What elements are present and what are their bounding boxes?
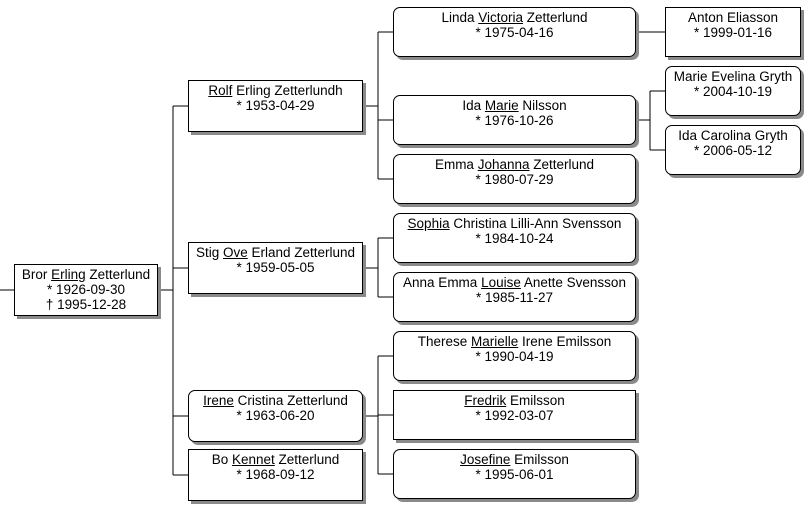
birth-date: * 1985-11-27: [475, 290, 554, 305]
given-name-underlined: Rolf: [208, 83, 233, 98]
name-part: Emma: [434, 157, 478, 172]
person-name: Therese Marielle Irene Emilsson: [394, 334, 635, 349]
person-name: Fredrik Emilsson: [394, 393, 635, 408]
person-box-linda[interactable]: Linda Victoria Zetterlund* 1975-04-16: [393, 7, 636, 57]
given-name-underlined: Fredrik: [464, 393, 507, 408]
name-part: Bo: [211, 452, 232, 467]
person-box-ida[interactable]: Ida Marie Nilsson* 1976-10-26: [393, 95, 636, 145]
name-part: Zetterlund: [274, 452, 340, 467]
name-part: Anna Emma: [403, 275, 482, 290]
birth-date: * 2006-05-12: [693, 143, 773, 158]
name-part: Stig: [195, 245, 223, 260]
person-name: Ida Carolina Gryth: [666, 128, 800, 143]
person-name: Irene Cristina Zetterlund: [189, 393, 362, 408]
person-name: Marie Evelina Gryth: [666, 69, 800, 84]
person-box-idac[interactable]: Ida Carolina Gryth* 2006-05-12: [665, 125, 801, 175]
name-part: Erland Zetterlund: [247, 245, 356, 260]
birth-date: * 1953-04-29: [236, 98, 315, 113]
given-name-underlined: Sophia: [407, 216, 450, 231]
given-name-underlined: Ove: [222, 245, 248, 260]
death-date: † 1995-12-28: [45, 297, 127, 312]
person-box-fredrik[interactable]: Fredrik Emilsson* 1992-03-07: [393, 390, 636, 440]
name-part: Linda: [441, 10, 479, 25]
person-box-marie[interactable]: Marie Evelina Gryth* 2004-10-19: [665, 66, 801, 116]
birth-date: * 1990-04-19: [475, 349, 554, 364]
birth-date: * 1995-06-01: [475, 467, 554, 482]
name-part: Anette Svensson: [520, 275, 626, 290]
person-box-sophia[interactable]: Sophia Christina Lilli-Ann Svensson* 198…: [393, 213, 636, 263]
person-name: Anna Emma Louise Anette Svensson: [394, 275, 635, 290]
name-part: Christina Lilli-Ann Svensson: [449, 216, 622, 231]
person-box-bror[interactable]: Bror Erling Zetterlund* 1926-09-30† 1995…: [14, 264, 158, 316]
birth-date: * 1999-01-16: [693, 25, 773, 40]
given-name-underlined: Kennet: [231, 452, 275, 467]
given-name-underlined: Irene: [203, 393, 234, 408]
person-box-bo[interactable]: Bo Kennet Zetterlund* 1968-09-12: [188, 449, 363, 501]
person-name: Rolf Erling Zetterlundh: [189, 83, 362, 98]
name-part: Emilsson: [506, 393, 565, 408]
person-box-anton[interactable]: Anton Eliasson* 1999-01-16: [665, 7, 801, 57]
name-part: Therese: [417, 334, 471, 349]
given-name-underlined: Marie: [484, 98, 519, 113]
birth-date: * 1926-09-30: [46, 282, 126, 297]
given-name-underlined: Johanna: [477, 157, 530, 172]
person-name: Josefine Emilsson: [394, 452, 635, 467]
person-name: Bror Erling Zetterlund: [15, 267, 157, 282]
birth-date: * 1963-06-20: [236, 408, 315, 423]
name-part: Ida Carolina Gryth: [678, 128, 788, 143]
name-part: Cristina Zetterlund: [233, 393, 348, 408]
person-name: Emma Johanna Zetterlund: [394, 157, 635, 172]
birth-date: * 1980-07-29: [475, 172, 554, 187]
birth-date: * 2004-10-19: [693, 84, 773, 99]
birth-date: * 1976-10-26: [475, 113, 554, 128]
birth-date: * 1992-03-07: [475, 408, 554, 423]
name-part: Nilsson: [518, 98, 567, 113]
name-part: Erling Zetterlundh: [232, 83, 343, 98]
person-name: Anton Eliasson: [666, 10, 800, 25]
name-part: Ida: [462, 98, 485, 113]
person-name: Bo Kennet Zetterlund: [189, 452, 362, 467]
given-name-underlined: Josefine: [460, 452, 511, 467]
person-box-emma[interactable]: Emma Johanna Zetterlund* 1980-07-29: [393, 154, 636, 204]
person-box-therese[interactable]: Therese Marielle Irene Emilsson* 1990-04…: [393, 331, 636, 381]
name-part: Zetterlund: [85, 267, 151, 282]
birth-date: * 1959-05-05: [236, 260, 315, 275]
person-box-anna[interactable]: Anna Emma Louise Anette Svensson* 1985-1…: [393, 272, 636, 322]
name-part: Zetterlund: [529, 157, 595, 172]
name-part: Bror: [21, 267, 52, 282]
person-box-rolf[interactable]: Rolf Erling Zetterlundh* 1953-04-29: [188, 80, 363, 132]
name-part: Irene Emilsson: [518, 334, 612, 349]
birth-date: * 1975-04-16: [475, 25, 554, 40]
person-box-irene[interactable]: Irene Cristina Zetterlund* 1963-06-20: [188, 390, 363, 442]
given-name-underlined: Marielle: [470, 334, 519, 349]
person-name: Stig Ove Erland Zetterlund: [189, 245, 362, 260]
given-name-underlined: Victoria: [478, 10, 524, 25]
name-part: Zetterlund: [523, 10, 588, 25]
given-name-underlined: Louise: [481, 275, 521, 290]
name-part: Emilsson: [510, 452, 569, 467]
person-name: Ida Marie Nilsson: [394, 98, 635, 113]
name-part: Anton Eliasson: [687, 10, 779, 25]
given-name-underlined: Erling: [51, 267, 86, 282]
birth-date: * 1968-09-12: [236, 467, 315, 482]
name-part: Marie Evelina Gryth: [673, 69, 793, 84]
person-name: Linda Victoria Zetterlund: [394, 10, 635, 25]
person-box-josefine[interactable]: Josefine Emilsson* 1995-06-01: [393, 449, 636, 499]
person-name: Sophia Christina Lilli-Ann Svensson: [394, 216, 635, 231]
person-box-stig[interactable]: Stig Ove Erland Zetterlund* 1959-05-05: [188, 242, 363, 294]
birth-date: * 1984-10-24: [475, 231, 554, 246]
